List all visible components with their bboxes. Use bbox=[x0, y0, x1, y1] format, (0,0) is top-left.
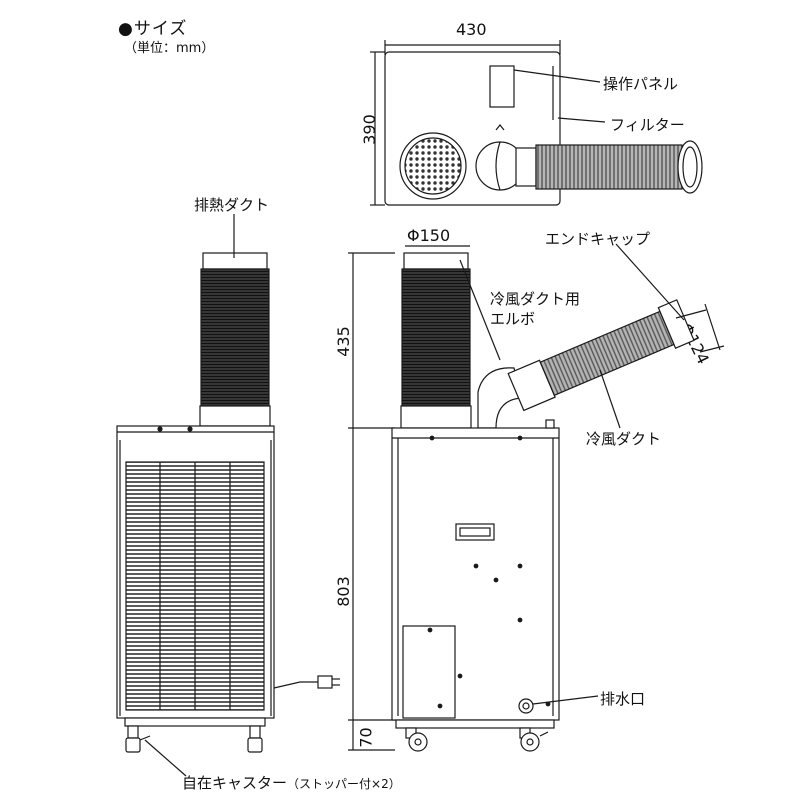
label-caster: 自在キャスター（ストッパー付×2） bbox=[182, 772, 401, 793]
front-view bbox=[116, 214, 340, 777]
label-elbow-line1: 冷風ダクト用 bbox=[490, 290, 581, 308]
side-caster-right bbox=[519, 727, 549, 752]
dim-duct-diameter: Φ150 bbox=[407, 226, 451, 245]
caster-right bbox=[247, 725, 263, 753]
label-control-panel: 操作パネル bbox=[603, 75, 679, 93]
label-exhaust-duct: 排熱ダクト bbox=[194, 196, 270, 214]
top-view bbox=[370, 40, 703, 206]
unit-note: （単位：mm） bbox=[124, 41, 215, 56]
label-end-cap: エンドキャップ bbox=[545, 230, 651, 248]
section-title: ●サイズ bbox=[118, 19, 188, 39]
label-elbow-line2: エルボ bbox=[490, 310, 536, 328]
label-caster-main: 自在キャスター bbox=[182, 774, 288, 792]
label-drain: 排水口 bbox=[600, 690, 646, 708]
caster-left bbox=[125, 725, 151, 753]
dim-width: 430 bbox=[456, 20, 487, 39]
label-caster-note: （ストッパー付×2） bbox=[287, 777, 401, 791]
side-caster-left bbox=[405, 727, 428, 752]
side-view bbox=[348, 243, 725, 752]
label-cold-duct: 冷風ダクト bbox=[586, 430, 662, 448]
label-filter: フィルター bbox=[610, 116, 685, 134]
